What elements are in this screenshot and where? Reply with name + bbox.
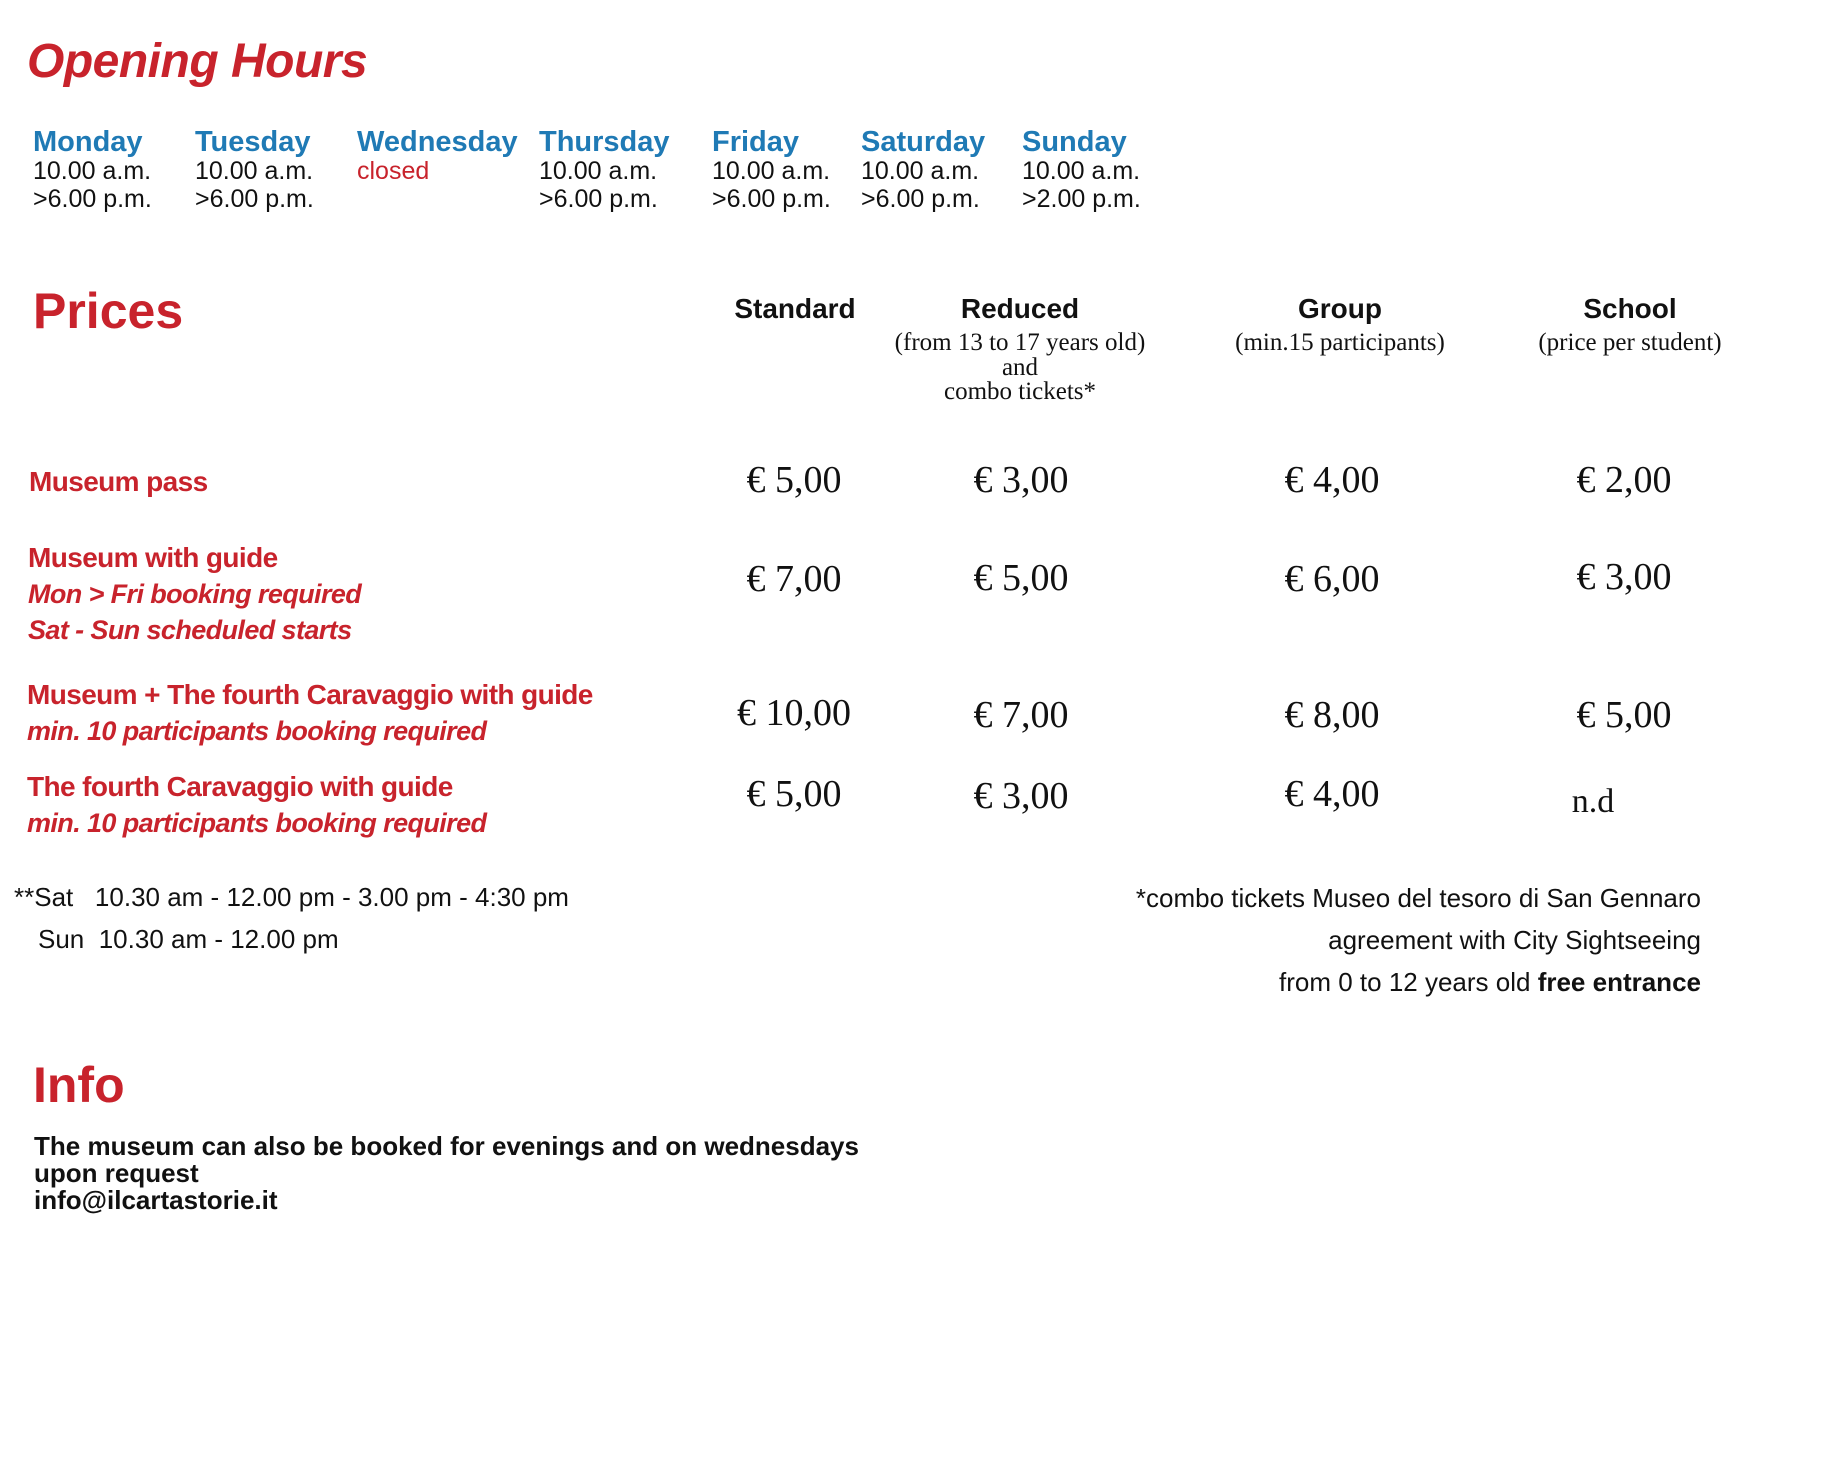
day-name: Thursday	[539, 126, 670, 158]
day-name: Tuesday	[195, 126, 311, 158]
day-name: Sunday	[1022, 126, 1127, 158]
free-entrance-emphasis: free entrance	[1537, 967, 1701, 997]
day-tuesday: Tuesday 10.00 a.m. >6.00 p.m.	[195, 127, 370, 213]
row-subtitle: Sat - Sun scheduled starts	[28, 615, 352, 645]
column-sublabel-and: and	[1001, 354, 1039, 381]
sightseeing-note: agreement with City Sightseeing	[1328, 925, 1701, 955]
column-label: School	[1583, 293, 1677, 324]
day-name: Wednesday	[357, 126, 518, 158]
row-label-museum-caravaggio-guide: Museum + The fourth Caravaggio with guid…	[27, 679, 593, 747]
day-open-time: 10.00 a.m.	[539, 157, 658, 185]
column-sublabel: (from 13 to 17 years old)	[894, 329, 1146, 356]
column-header-school: School (price per student)	[1480, 293, 1780, 356]
day-open-time: 10.00 a.m.	[1022, 157, 1141, 185]
day-sunday: Sunday 10.00 a.m. >2.00 p.m.	[1022, 127, 1197, 213]
column-header-standard: Standard	[660, 293, 930, 325]
price-school: € 5,00	[1576, 694, 1672, 736]
column-label: Standard	[734, 293, 856, 324]
column-sublabel: (price per student)	[1538, 329, 1722, 356]
price-standard: € 7,00	[746, 558, 842, 600]
price-school: € 3,00	[1576, 556, 1672, 598]
column-sublabel: (min.15 participants)	[1235, 329, 1445, 356]
day-open-time: 10.00 a.m.	[195, 157, 314, 185]
price-group: € 6,00	[1284, 558, 1380, 600]
info-line: upon request	[34, 1158, 199, 1188]
price-reduced: € 3,00	[973, 775, 1069, 817]
price-group: € 4,00	[1284, 459, 1380, 501]
column-label: Group	[1298, 293, 1382, 324]
info-title: Info	[33, 1057, 125, 1113]
column-header-group: Group (min.15 participants)	[1190, 293, 1490, 356]
day-name: Saturday	[861, 126, 986, 158]
row-subtitle: Mon > Fri booking required	[28, 579, 362, 609]
price-group: € 8,00	[1284, 694, 1380, 736]
free-entrance-prefix: from 0 to 12 years old	[1279, 967, 1538, 997]
price-group: € 4,00	[1284, 773, 1380, 815]
day-monday: Monday 10.00 a.m. >6.00 p.m.	[33, 127, 208, 213]
column-label: Reduced	[960, 293, 1080, 324]
opening-hours-title: Opening Hours	[27, 35, 368, 88]
combo-note: *combo tickets Museo del tesoro di San G…	[1135, 883, 1701, 913]
info-line: The museum can also be booked for evenin…	[34, 1131, 859, 1161]
row-title-museum-pass: Museum pass	[29, 466, 208, 497]
day-open-time: 10.00 a.m.	[33, 157, 152, 185]
price-reduced: € 7,00	[973, 694, 1069, 736]
schedule-saturday: **Sat 10.30 am - 12.00 pm - 3.00 pm - 4:…	[14, 882, 569, 912]
price-standard: € 5,00	[746, 773, 842, 815]
day-wednesday: Wednesday closed	[357, 127, 532, 185]
day-friday: Friday 10.00 a.m. >6.00 p.m.	[712, 127, 887, 213]
info-block: The museum can also be booked for evenin…	[34, 1133, 859, 1214]
row-subtitle: min. 10 participants booking required	[27, 808, 487, 838]
row-label-caravaggio-guide: The fourth Caravaggio with guide min. 10…	[27, 771, 487, 839]
day-close-time: >2.00 p.m.	[1022, 185, 1141, 213]
price-standard: € 5,00	[746, 459, 842, 501]
row-title: Museum with guide	[28, 542, 278, 573]
row-subtitle: min. 10 participants booking required	[27, 716, 487, 746]
day-close-time: >6.00 p.m.	[539, 185, 658, 213]
day-open-time: 10.00 a.m.	[712, 157, 831, 185]
day-close-time: >6.00 p.m.	[861, 185, 980, 213]
day-closed-status: closed	[357, 157, 430, 185]
day-thursday: Thursday 10.00 a.m. >6.00 p.m.	[539, 127, 714, 213]
free-entrance-note: from 0 to 12 years old free entrance	[941, 967, 1701, 998]
price-school: € 2,00	[1576, 459, 1672, 501]
price-standard: € 10,00	[737, 692, 851, 734]
info-email: info@ilcartastorie.it	[34, 1185, 278, 1215]
prices-title: Prices	[33, 283, 184, 339]
day-name: Monday	[33, 126, 143, 158]
column-sublabel-combo: combo tickets*	[943, 378, 1097, 405]
price-school-nd: n.d	[1571, 783, 1615, 820]
day-close-time: >6.00 p.m.	[33, 185, 152, 213]
column-header-reduced: Reduced (from 13 to 17 years old) and co…	[860, 293, 1180, 404]
schedule-sunday: Sun 10.30 am - 12.00 pm	[38, 924, 339, 954]
day-close-time: >6.00 p.m.	[195, 185, 314, 213]
day-close-time: >6.00 p.m.	[712, 185, 831, 213]
row-label-museum-with-guide: Museum with guide Mon > Fri booking requ…	[28, 542, 362, 646]
day-open-time: 10.00 a.m.	[861, 157, 980, 185]
price-reduced: € 3,00	[973, 459, 1069, 501]
day-saturday: Saturday 10.00 a.m. >6.00 p.m.	[861, 127, 1036, 213]
row-title: The fourth Caravaggio with guide	[27, 771, 453, 802]
price-reduced: € 5,00	[973, 557, 1069, 599]
day-name: Friday	[712, 126, 800, 158]
row-title: Museum + The fourth Caravaggio with guid…	[27, 679, 593, 710]
